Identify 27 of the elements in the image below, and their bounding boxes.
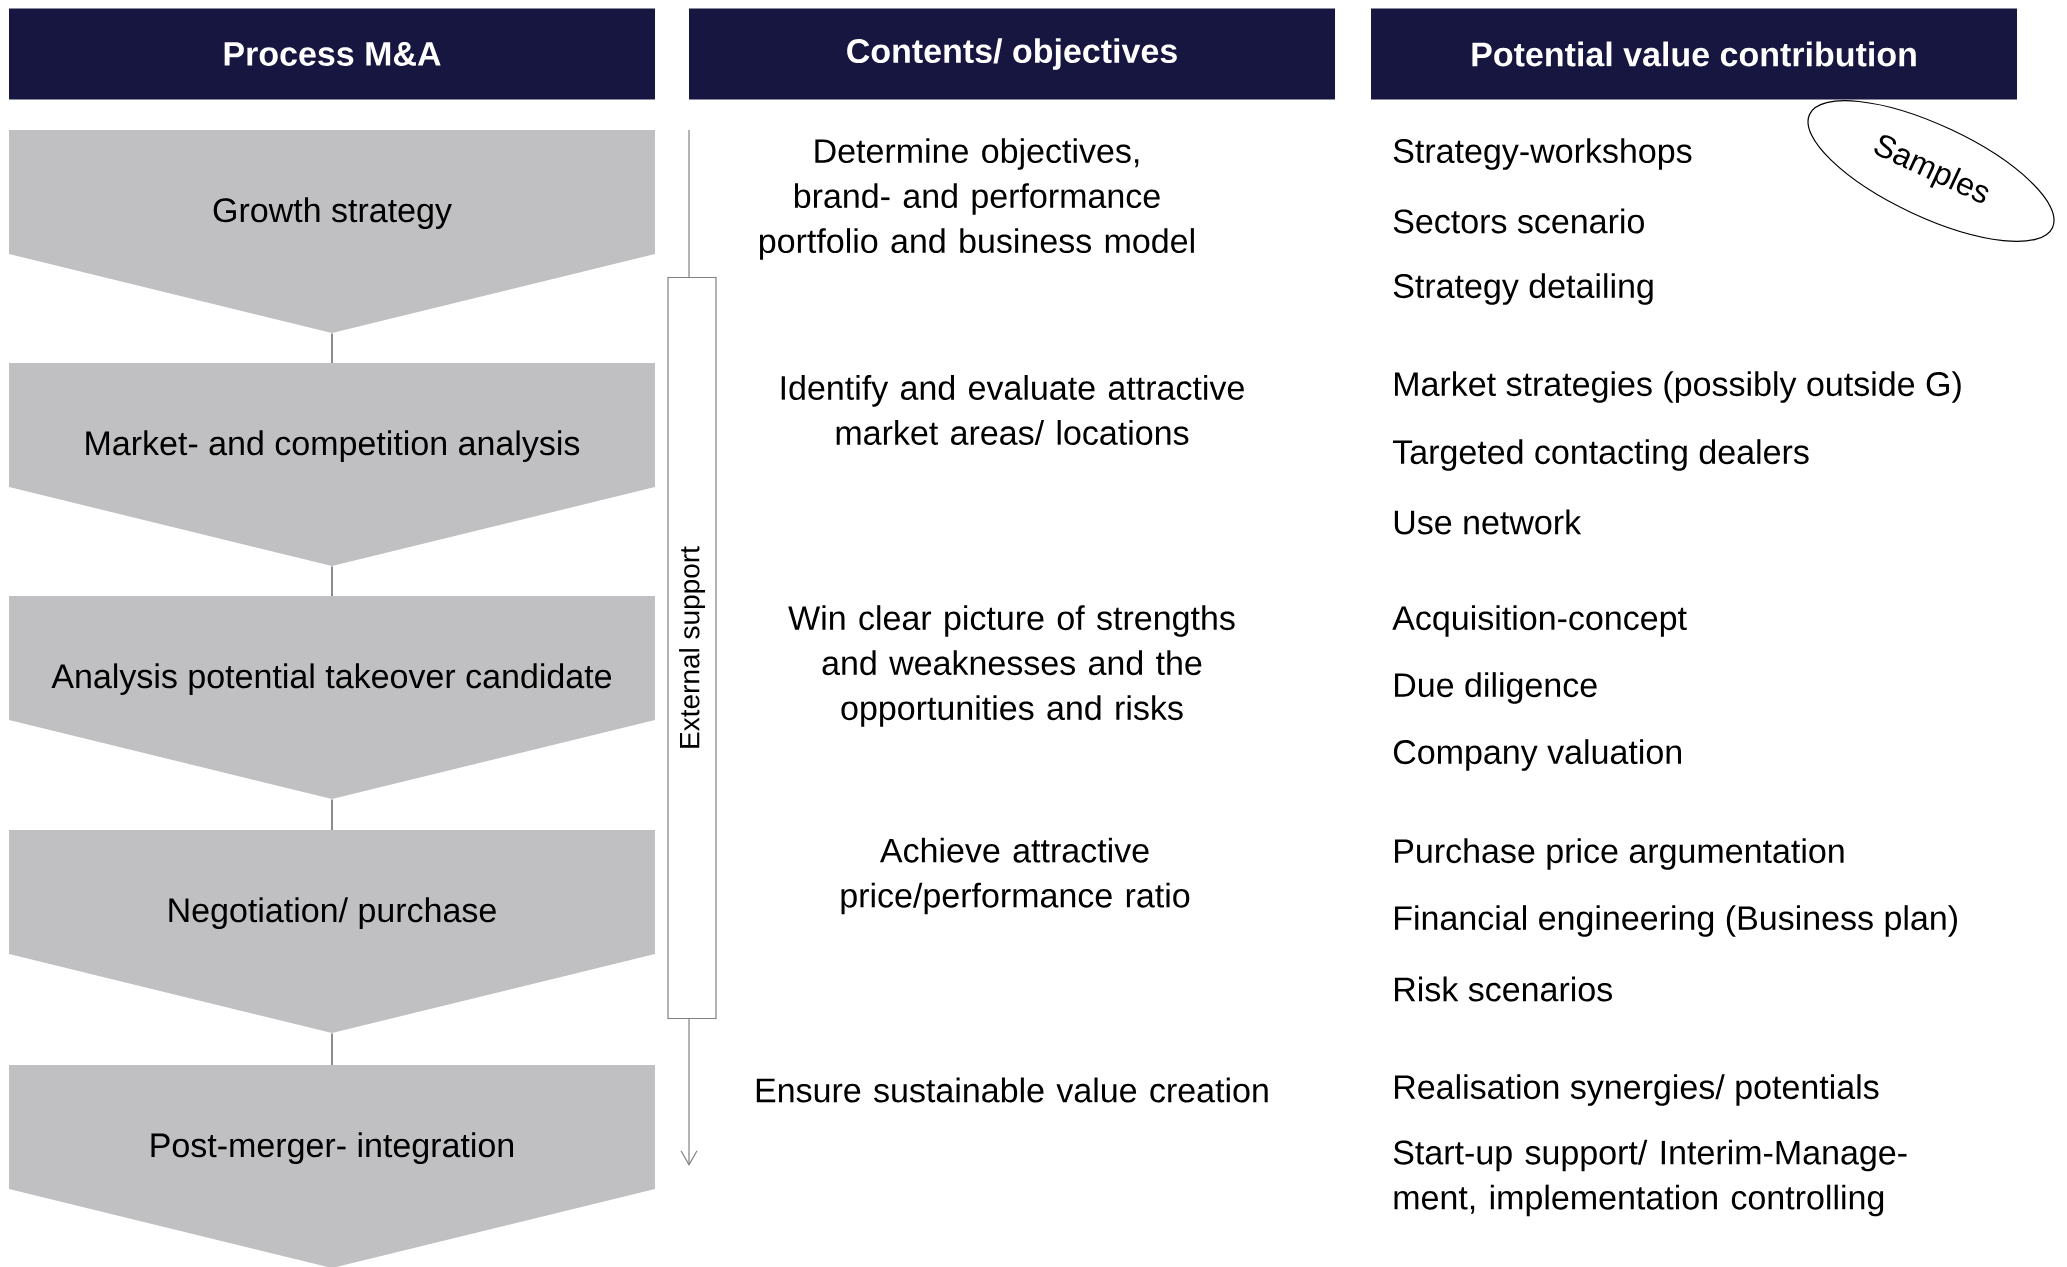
value-item: Strategy-workshops: [1393, 138, 1692, 170]
value-item: Use network: [1394, 509, 1582, 535]
step-description: Win clear picture of strengths and weaknesses and the opportunities and risks: [788, 605, 1235, 727]
connector-line: [331, 332, 333, 364]
value-item: Strategy detailing: [1393, 273, 1653, 305]
value-item: Acquisition-concept: [1392, 605, 1687, 637]
connector-line: [331, 1032, 333, 1066]
step-description: Achieve attractive price/performance ratio: [841, 837, 1190, 915]
header-box: Process M&A: [9, 8, 655, 100]
connector-line: [331, 798, 333, 831]
step-description: Identify and evaluate attractive market areas/ locations: [781, 375, 1244, 445]
step-description: Ensure sustainable value creation: [756, 1077, 1268, 1103]
value-item: Due diligence: [1395, 672, 1597, 704]
vertical-bar: External support: [667, 276, 717, 1020]
value-item: Market strategies (possibly outside G): [1395, 371, 1961, 403]
value-item: Risk scenarios: [1395, 976, 1612, 1002]
value-item: Purchase price argumentation: [1395, 838, 1844, 870]
value-item: Financial engineering (Business plan): [1395, 905, 1957, 937]
value-item: Sectors scenario: [1393, 208, 1644, 234]
value-item: Realisation synergies/ potentials: [1395, 1074, 1879, 1106]
value-item: Start-up support/ Interim-Manage- ment, implementation controlling: [1393, 1139, 1907, 1217]
value-item: Targeted contacting dealers: [1393, 439, 1809, 471]
connector-line: [331, 565, 333, 597]
value-item: Company valuation: [1393, 739, 1681, 771]
step-description: Determine objectives, brand- and performance portfolio and business model: [759, 138, 1194, 260]
header-box: Contents/ objectives: [689, 8, 1335, 100]
header-box: Potential value contribution: [1371, 8, 2017, 100]
